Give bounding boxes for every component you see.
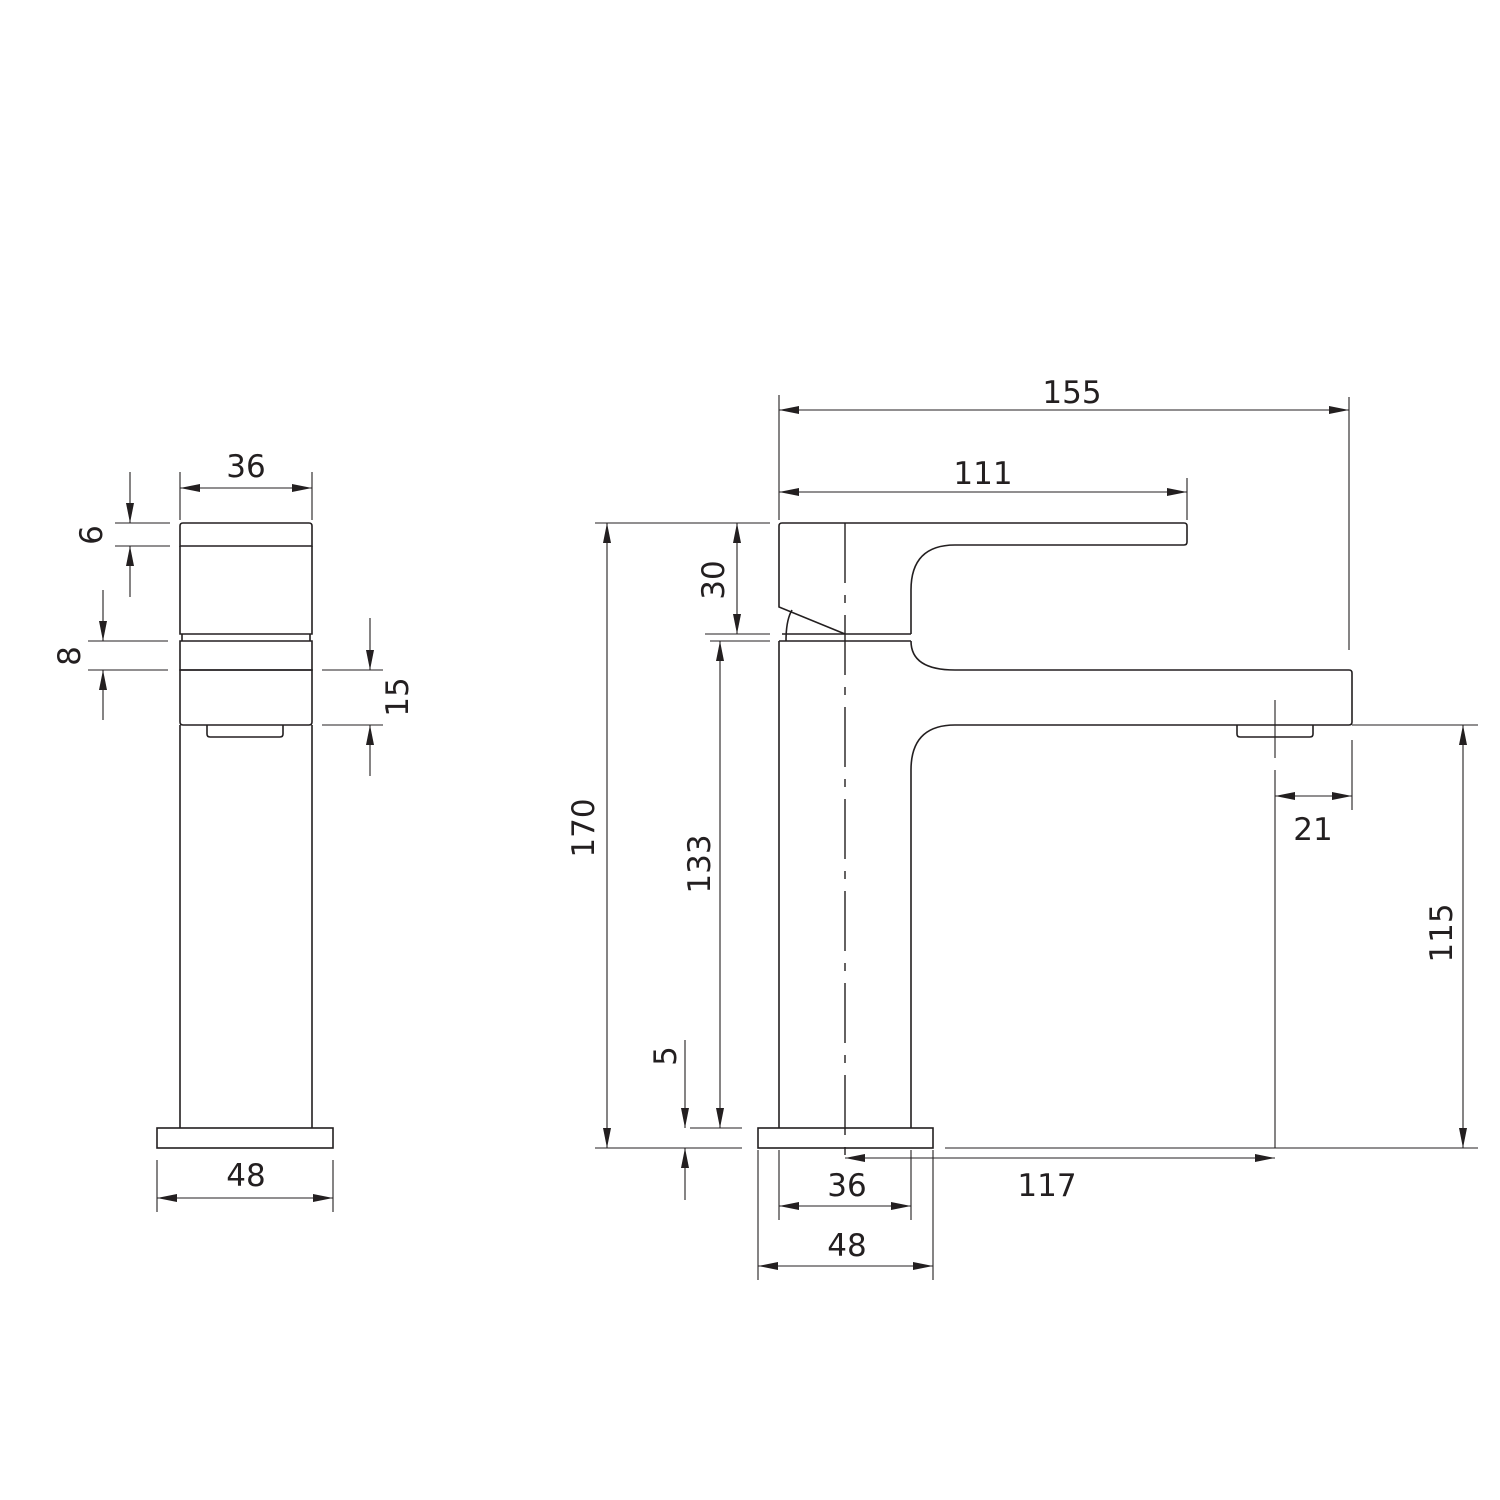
dim-front-8: 8 [52, 646, 88, 666]
front-aerator [206, 725, 284, 738]
front-view: 36 6 8 15 48 [52, 449, 416, 1212]
side-spout [910, 640, 1353, 1128]
dim-side-5: 5 [648, 1046, 684, 1066]
dim-front-48: 48 [226, 1158, 265, 1194]
front-body [179, 725, 313, 1128]
dim-side-21: 21 [1293, 812, 1332, 848]
dim-side-111: 111 [953, 456, 1012, 492]
side-view: 155 111 170 30 133 5 36 48 117 21 115 [566, 375, 1478, 1280]
dim-side-155: 155 [1042, 375, 1101, 411]
dim-side-133: 133 [682, 834, 718, 893]
dim-side-170: 170 [566, 798, 602, 857]
front-spout [179, 669, 313, 726]
dim-front-15: 15 [380, 677, 416, 716]
front-collar [179, 634, 313, 671]
dim-front-6: 6 [74, 525, 110, 545]
dim-side-36: 36 [827, 1168, 866, 1204]
side-lever [778, 522, 1188, 635]
dim-side-115: 115 [1424, 903, 1460, 962]
front-lever-body [179, 546, 313, 635]
dim-front-36: 36 [226, 449, 265, 485]
front-base [156, 1127, 334, 1149]
dim-side-117: 117 [1017, 1168, 1076, 1204]
front-lever-cap [179, 522, 313, 547]
dim-side-48: 48 [827, 1228, 866, 1264]
dim-side-30: 30 [696, 560, 732, 599]
